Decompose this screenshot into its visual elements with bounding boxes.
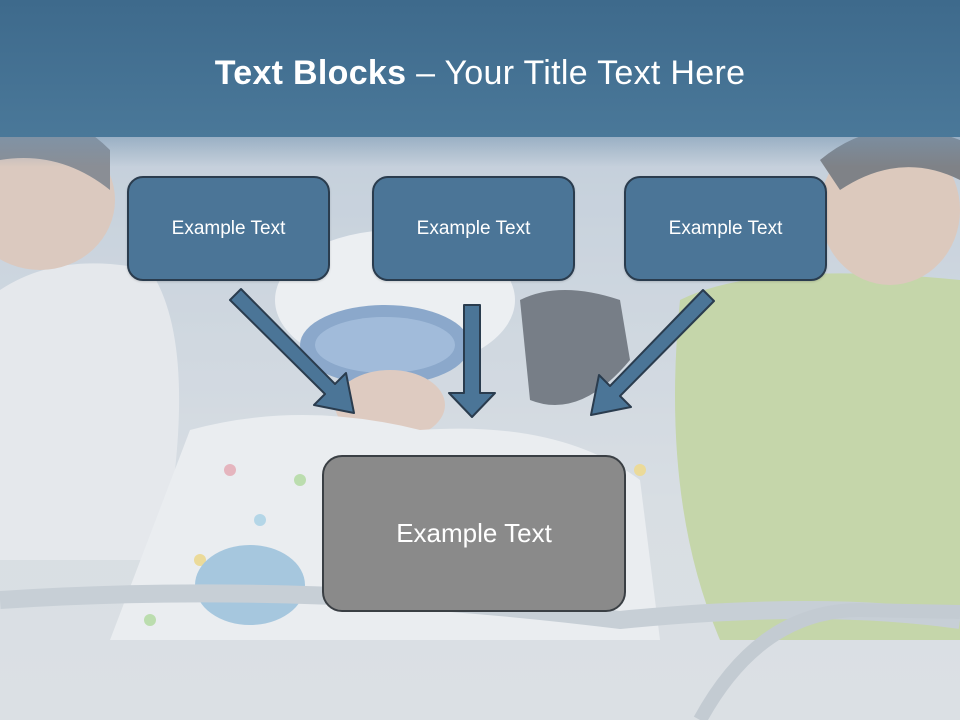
text-block-2[interactable]: Example Text	[372, 176, 575, 281]
arrow-down-icon	[448, 304, 496, 418]
title-bold-part: Text Blocks	[214, 54, 407, 92]
text-block-2-label: Example Text	[416, 217, 531, 239]
text-block-3-label: Example Text	[668, 217, 783, 239]
title-banner	[0, 0, 960, 137]
arrow-left-icon	[229, 288, 355, 414]
text-block-1[interactable]: Example Text	[127, 176, 330, 281]
text-block-3[interactable]: Example Text	[624, 176, 827, 281]
slide-title[interactable]: Text Blocks – Your Title Text Here	[0, 54, 960, 93]
title-regular-part: Your Title Text Here	[444, 54, 746, 92]
bottom-text-block[interactable]: Example Text	[322, 455, 626, 612]
title-banner-fade	[0, 137, 960, 167]
bottom-text-block-label: Example Text	[396, 518, 552, 548]
title-separator: –	[406, 54, 445, 92]
arrow-right-icon	[590, 289, 715, 416]
text-block-1-label: Example Text	[171, 217, 286, 239]
